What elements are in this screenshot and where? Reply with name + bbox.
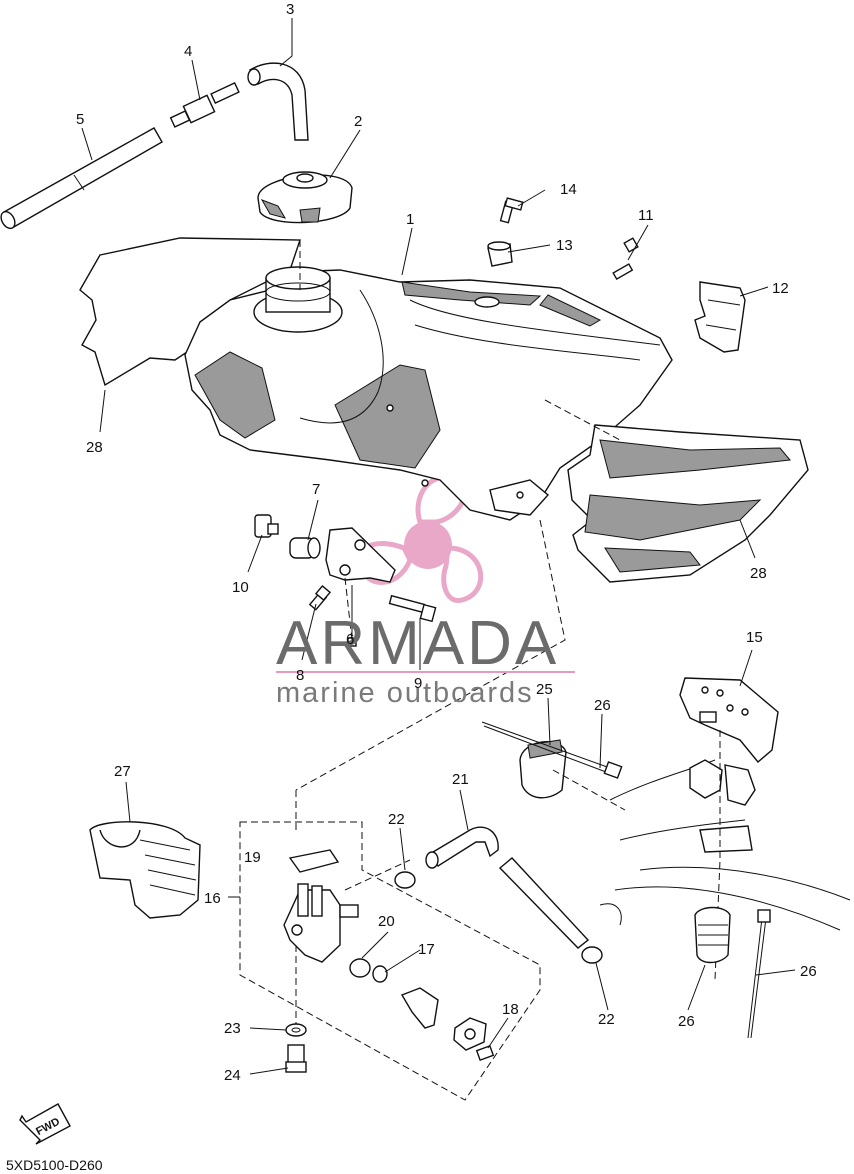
- fuel-filler-neck: [253, 266, 343, 333]
- callout-14: 14: [560, 181, 577, 198]
- callout-10: 10: [232, 579, 249, 596]
- callout-23: 23: [224, 1020, 241, 1037]
- callout-6: 6: [346, 631, 354, 648]
- callout-7: 7: [312, 481, 320, 498]
- hose-clip-22-upper: [394, 871, 416, 889]
- breather-hose: [247, 62, 309, 141]
- bolt-10: [254, 514, 279, 538]
- callout-11: 11: [638, 207, 654, 224]
- callout-28-right: 28: [750, 565, 767, 582]
- bolt-11: [612, 237, 639, 281]
- cover-plate: [453, 1017, 487, 1051]
- o-ring-17: [372, 965, 388, 983]
- fuel-cock-body: [283, 883, 359, 963]
- fuel-cock-lever: [400, 987, 439, 1029]
- bolt-14: [499, 197, 524, 224]
- callout-2: 2: [354, 113, 362, 130]
- fuel-tank: [184, 269, 673, 521]
- damper-13: [487, 241, 513, 267]
- callout-21: 21: [452, 771, 469, 788]
- callout-25-lower: 26: [678, 1013, 695, 1030]
- seal-20: [349, 958, 371, 978]
- forward-direction-arrow: FWD: [19, 1103, 71, 1145]
- callout-leaders: [81, 18, 796, 1075]
- fuel-cock-assembly-box: [239, 821, 541, 1101]
- callout-28-left: 28: [86, 439, 103, 456]
- callout-19: 19: [244, 849, 261, 866]
- bracket-6: [325, 527, 396, 583]
- left-tank-side-cover: [79, 237, 301, 387]
- callout-20: 20: [378, 913, 395, 930]
- callout-13: 13: [556, 237, 573, 254]
- callout-3: 3: [286, 1, 294, 18]
- callout-16: 16: [204, 890, 221, 907]
- callout-26-upper: 26: [594, 697, 611, 714]
- tank-clip-12: [694, 281, 746, 353]
- callout-25-upper: 25: [536, 681, 553, 698]
- diagram-code: 5XD5100-D260: [6, 1157, 103, 1173]
- callout-1: 1: [406, 211, 414, 228]
- callout-5: 5: [76, 111, 84, 128]
- callout-27: 27: [114, 763, 131, 780]
- bolt-8: [308, 584, 332, 611]
- cover-27: [89, 821, 201, 919]
- cable-tie-26-lower: [747, 909, 771, 1039]
- callout-4: 4: [184, 43, 192, 60]
- frame-tube-reference: [599, 759, 851, 931]
- collar-7: [289, 537, 321, 559]
- callout-9: 9: [414, 675, 422, 692]
- fuel-hose-21: [425, 826, 590, 949]
- cable-tie-26-upper: [481, 721, 623, 779]
- callout-8: 8: [296, 667, 304, 684]
- callout-26-lower: 26: [800, 963, 817, 980]
- callout-17: 17: [418, 941, 435, 958]
- callout-15: 15: [746, 629, 763, 646]
- watermark-subtitle: marine outboards: [276, 677, 534, 709]
- fuel-cap: [257, 171, 353, 224]
- watermark-title: ARMADA: [276, 609, 559, 678]
- bracket-15: [679, 677, 779, 763]
- callout-24: 24: [224, 1067, 241, 1084]
- screw-18: [475, 1045, 495, 1061]
- callout-22-lower: 22: [598, 1011, 615, 1028]
- callout-12: 12: [772, 280, 789, 297]
- union-bolt-24: [285, 1044, 307, 1073]
- callout-22-upper: 22: [388, 811, 405, 828]
- right-tank-side-cover: [567, 424, 809, 583]
- washer-23: [285, 1023, 307, 1037]
- hose-clip-22-lower: [581, 946, 603, 964]
- grommet-25-lower: [694, 906, 731, 964]
- gasket-19: [288, 849, 340, 873]
- breather-fitting: [169, 82, 240, 128]
- bolt-9: [388, 594, 437, 623]
- breather-hose-straight: [0, 127, 163, 230]
- callout-18: 18: [502, 1001, 519, 1018]
